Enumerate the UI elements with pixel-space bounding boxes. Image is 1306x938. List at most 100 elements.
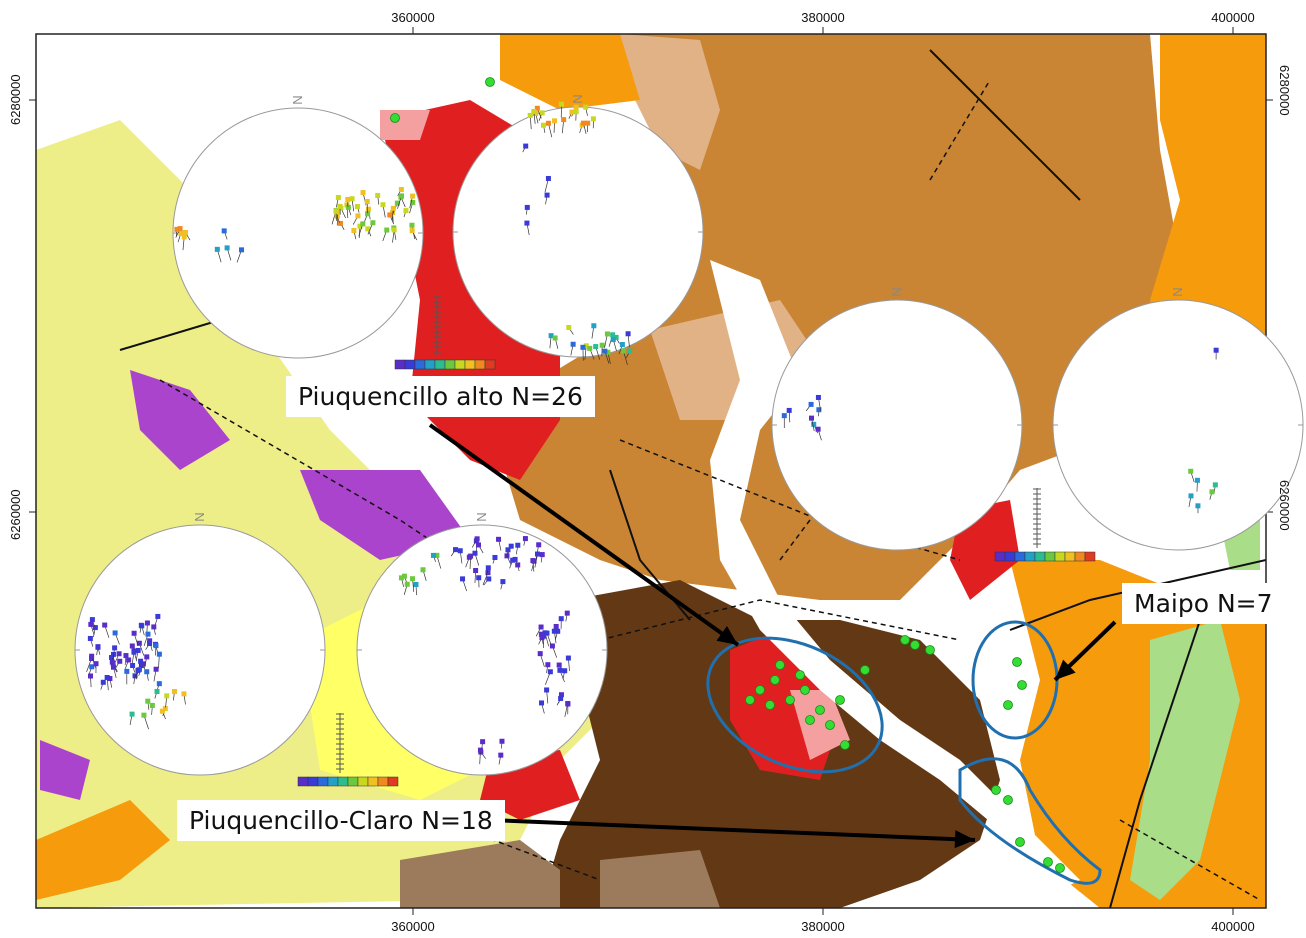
vector-head [477,747,483,753]
color-scale-cell [307,776,319,787]
vector-head [380,202,386,208]
orange-unit [1150,34,1266,380]
vector-head [524,220,530,226]
vector-head [485,565,491,571]
vector-head [135,647,141,653]
vector-head [527,112,533,118]
vector-head [1212,482,1218,488]
x-tick-bottom: 360000 [391,919,435,934]
grey-brown-unit [600,850,720,908]
y-tick-right: 6280000 [1277,65,1292,116]
color-scale-cell [994,551,1006,562]
vector-head [224,245,230,251]
vector-head [335,194,341,200]
vector-head [559,101,565,107]
river-gravel [710,260,1080,890]
site-point [925,645,935,655]
vector-head [410,576,416,582]
vector-head [365,211,371,217]
vector-head [496,536,502,542]
vector-head [590,116,596,122]
vector-head [109,654,115,660]
label-maipo: Maipo N=7 [1122,583,1285,624]
vector-head [155,613,161,619]
vector-head [149,702,155,708]
color-scale-cell [327,776,339,787]
color-scale-cell [1024,551,1036,562]
stereonet-circle [1052,299,1304,551]
site-point [390,113,400,123]
arrow-head [716,626,738,645]
vector-head [599,342,605,348]
site-point [991,785,1001,795]
vector-head [524,204,530,210]
vector-head [351,227,357,233]
vector-head [126,657,132,663]
vector-head [88,621,94,627]
y-tick-left: 6280000 [8,74,23,125]
vector-head [625,331,631,337]
vector-head [558,692,564,698]
site-point [840,740,850,750]
vector-head [539,110,545,116]
vector-head [781,413,787,419]
tan-unit [620,34,720,170]
vector-head [130,663,136,669]
color-scale-cell [377,776,389,787]
vector-head [153,643,159,649]
vector-head [337,203,343,209]
vector-head [602,348,608,354]
stereonet-circle [356,524,608,776]
vector-head [145,631,151,637]
site-point [815,705,825,715]
vector-head [87,635,93,641]
stereonet-circle [452,106,704,358]
x-tick-top: 360000 [391,10,435,25]
vector-head [499,738,505,744]
vector-head [95,644,101,650]
vector-head [460,576,466,582]
vector-head [505,547,511,553]
vector-head [132,673,138,679]
vector-head [333,208,339,214]
vector-head [117,658,123,664]
vector-head [561,117,567,123]
vector-head [357,223,363,229]
vector-head [182,230,188,236]
vector-head [473,568,479,574]
vector-head [1209,489,1215,495]
vector-head [1194,477,1200,483]
vector-head [164,693,170,699]
stereonet: N [172,95,496,370]
site-point [860,665,870,675]
stereonet: N [771,287,1023,551]
vector-head [1188,468,1194,474]
vector-head [585,120,591,126]
north-marker: N [474,512,489,521]
vector-head [338,220,344,226]
vector-head [583,104,589,110]
color-scale-cell [387,776,399,787]
vector-head [604,331,610,337]
site-point [835,695,845,705]
site-point [805,715,815,725]
vector-head [177,226,183,232]
vector-head [159,708,165,714]
vector-head [147,638,153,644]
vector-head [430,552,436,558]
site-point [485,77,495,87]
vector-head [124,668,130,674]
vector-head [808,401,814,407]
vector-head [398,187,404,193]
site-point [770,675,780,685]
color-scale-cell [1084,551,1096,562]
vector-head [530,558,536,564]
vector-head [610,332,616,338]
vector-head [174,226,180,232]
vector-head [88,673,94,679]
vector-head [100,679,106,685]
x-tick-top: 400000 [1211,10,1255,25]
vector-head [457,548,463,554]
vector-head [515,542,521,548]
